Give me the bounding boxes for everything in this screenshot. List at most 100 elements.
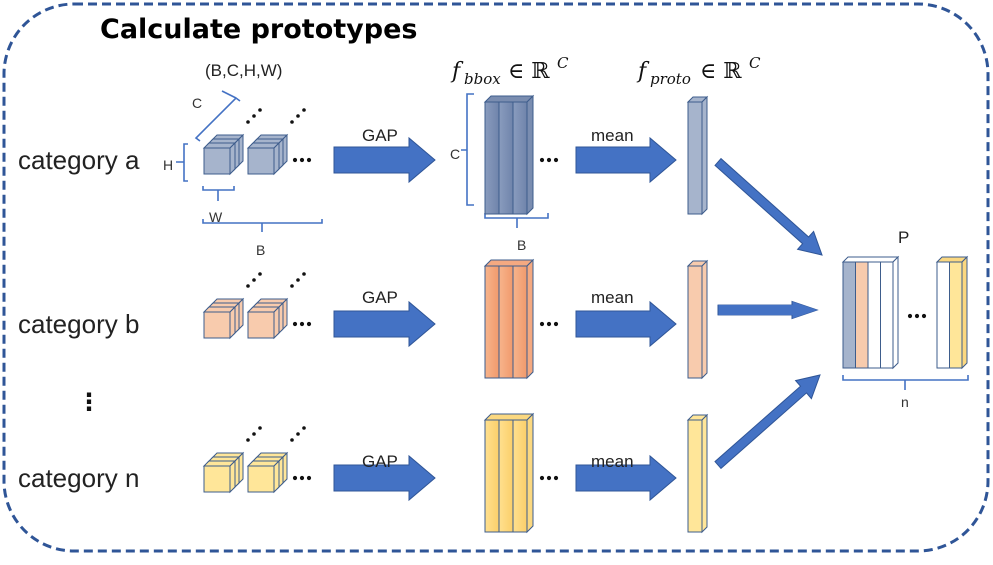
prototype-matrix xyxy=(841,255,969,370)
outer-dashed-border xyxy=(2,2,990,553)
svg-text:f: f xyxy=(450,59,464,84)
row-2-feature-stack-2-layer-0-side xyxy=(273,459,280,494)
row-0-prototype-vector xyxy=(686,95,709,216)
row-2-feature-stack-1-layer-0-side xyxy=(229,459,236,494)
row-0-category-label: category a xyxy=(18,145,140,175)
row-0-hdots-1 xyxy=(292,157,312,163)
n-label: n xyxy=(901,394,909,410)
row-1-bbox-features-col-2 xyxy=(512,265,528,379)
row-1-feature-stack-2-layer-0-side xyxy=(273,305,280,340)
svg-text:∈ ℝ: ∈ ℝ xyxy=(508,59,550,84)
row-1-diag-dots-2 xyxy=(290,272,306,288)
row-2-feature-stack-2-layer-0-front xyxy=(247,465,275,493)
svg-text:proto: proto xyxy=(650,70,691,88)
matrix-col-1 xyxy=(855,261,869,369)
b-label: B xyxy=(256,242,265,258)
matrix-side-left xyxy=(892,255,899,370)
diagram-title: Calculate prototypes xyxy=(100,14,417,45)
n-bracket xyxy=(842,375,969,390)
matrix-top-left xyxy=(841,256,900,263)
vertical-ellipsis: ⋮ xyxy=(77,389,101,416)
row-0-diag-dots-1-dot-0 xyxy=(246,120,250,124)
row-0-hdots-1-dot-2 xyxy=(306,157,312,163)
row-1-hdots-2-dot-2 xyxy=(553,321,559,327)
f-proto-label: f proto ∈ ℝ C xyxy=(636,54,761,88)
row-2-hdots-1-dot-2 xyxy=(306,475,312,481)
row-1-prototype-vector-side xyxy=(701,259,708,380)
row-1-bbox-features-top xyxy=(483,259,535,267)
svg-text:C: C xyxy=(749,54,761,72)
row-1-feature-stack-1-layer-0 xyxy=(202,305,237,340)
row-1-hdots-1 xyxy=(292,321,312,327)
row-0-bbox-features-col-0 xyxy=(484,101,500,215)
row-0-diag-dots-1 xyxy=(246,108,262,124)
c-bracket xyxy=(194,90,241,142)
row-0-feature-stack-1-layer-0-side xyxy=(229,141,236,176)
row-2-hdots-2-dot-0 xyxy=(539,475,545,481)
row-0-feature-stack-2-layer-0-front xyxy=(247,147,275,175)
row-0-feature-stack-2-layer-0-side xyxy=(273,141,280,176)
row-1-hdots-1-dot-1 xyxy=(299,321,305,327)
row-2-category-label: category n xyxy=(18,463,139,493)
svg-text:∈ ℝ: ∈ ℝ xyxy=(700,59,742,84)
matrix-hdots xyxy=(907,313,927,319)
row-2-feature-stack-1-layer-0-front xyxy=(203,465,231,493)
row-0-hdots-1-dot-0 xyxy=(292,157,298,163)
row-2-prototype-vector-side xyxy=(701,413,708,534)
c-label: C xyxy=(192,95,202,111)
matrix-hdots-dot-2 xyxy=(921,313,927,319)
row-1-diag-dots-1-dot-2 xyxy=(258,272,262,276)
row-1-category-label: category b xyxy=(18,309,139,339)
row-0-gap-label: GAP xyxy=(362,126,398,145)
row-0-hdots-1-dot-1 xyxy=(299,157,305,163)
row-1-gap-arrow xyxy=(333,300,436,348)
row-1-prototype-vector xyxy=(686,259,709,380)
row-1-feature-stack-2-layer-0-front xyxy=(247,311,275,339)
row-1-diag-dots-1-dot-0 xyxy=(246,284,250,288)
row-0-hdots-2 xyxy=(539,157,559,163)
row-2-diag-dots-2-dot-2 xyxy=(302,426,306,430)
row-2-bbox-features-col-1 xyxy=(498,419,514,533)
row-2-bbox-features xyxy=(483,412,535,534)
row-0-prototype-vector-side xyxy=(701,95,708,216)
row-2-diag-dots-2-dot-1 xyxy=(296,432,300,436)
row-1-bbox-features-col-0 xyxy=(484,265,500,379)
row-2-diag-dots-1-dot-2 xyxy=(258,426,262,430)
row-0-bbox-features-top xyxy=(483,95,535,103)
h-label: H xyxy=(163,157,173,173)
row-1-feature-stack-1-layer-0-side xyxy=(229,305,236,340)
row-1-feature-stack-1-layer-0-front xyxy=(203,311,231,339)
row-2-hdots-1 xyxy=(292,475,312,481)
row-1-diag-dots-2-dot-1 xyxy=(296,278,300,282)
b2-bracket xyxy=(484,213,549,228)
row-2-feature-stack-1-layer-0 xyxy=(202,459,237,494)
row-2-gap-arrow xyxy=(333,454,436,502)
row-0-bbox-features-col-1 xyxy=(498,101,514,215)
matrix-side-right xyxy=(961,255,968,370)
row-0-feature-stack-1-layer-0-front xyxy=(203,147,231,175)
row-2-diag-dots-2 xyxy=(290,426,306,442)
row-1-bbox-features-col-1 xyxy=(498,265,514,379)
row-2-bbox-features-top xyxy=(483,413,535,421)
h-bracket xyxy=(176,143,188,182)
row-0-hdots-2-dot-1 xyxy=(546,157,552,163)
row-1-hdots-1-dot-2 xyxy=(306,321,312,327)
c2-bracket xyxy=(461,93,474,206)
row-0-prototype-vector-front xyxy=(687,101,703,215)
row-1-bbox-features-side xyxy=(526,258,534,380)
row-2-diag-dots-2-dot-0 xyxy=(290,438,294,442)
matrix-col-2 xyxy=(867,261,881,369)
row-1-prototype-vector-front xyxy=(687,265,703,379)
w-bracket xyxy=(202,186,235,201)
matrix-hdots-dot-0 xyxy=(907,313,913,319)
row-2-diag-dots-1-dot-1 xyxy=(252,432,256,436)
w-label: W xyxy=(209,209,223,225)
row-0-mean-label: mean xyxy=(591,126,634,145)
row-1-hdots-2-dot-1 xyxy=(546,321,552,327)
row-1-hdots-2 xyxy=(539,321,559,327)
row-2-prototype-vector-front xyxy=(687,419,703,533)
row-0-diag-dots-1-dot-2 xyxy=(258,108,262,112)
row-1-bbox-features xyxy=(483,258,535,380)
